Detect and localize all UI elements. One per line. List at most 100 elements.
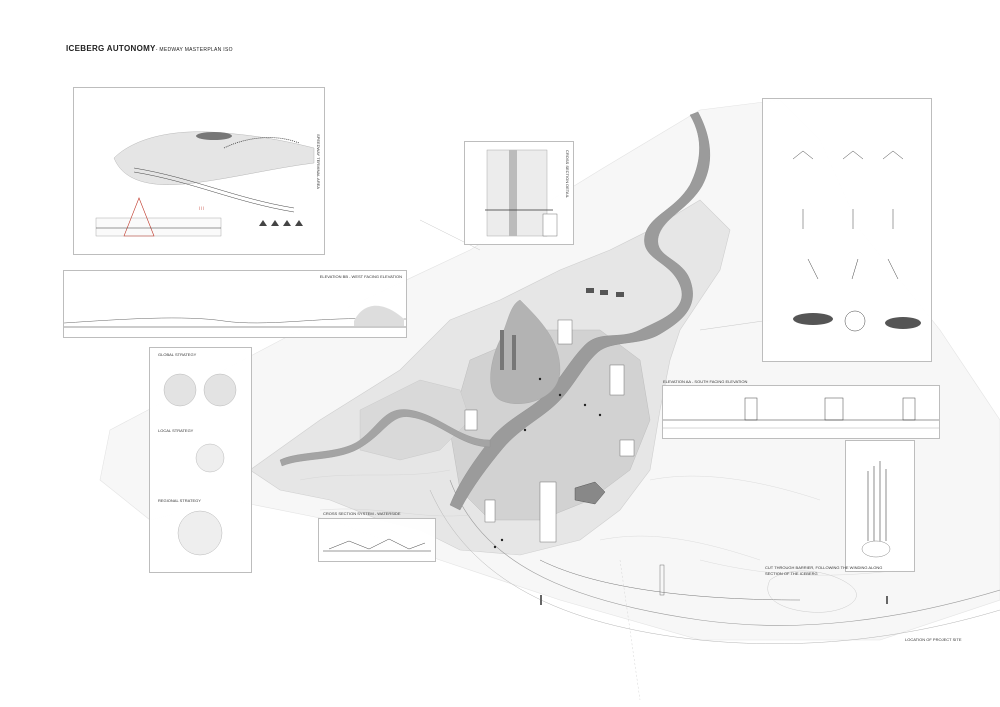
panel-right-detail bbox=[845, 440, 915, 572]
strategy-circle bbox=[195, 443, 225, 473]
mini-figure-icon bbox=[259, 220, 267, 226]
river-branch-west bbox=[279, 409, 491, 467]
elevation-tower bbox=[902, 397, 916, 421]
strategy-circle bbox=[163, 373, 197, 407]
elevation-profile bbox=[63, 317, 406, 324]
panel-vertical-label: SPEEDWAY TERMINAL AREA bbox=[316, 134, 321, 190]
building-marker bbox=[616, 292, 624, 297]
building-marker bbox=[500, 330, 504, 370]
elevation-tower bbox=[744, 397, 758, 421]
map-dot bbox=[523, 428, 527, 432]
elevation-fill bbox=[354, 305, 404, 326]
panel-strategies: GLOBAL STRATEGY LOCAL STRATEGY REGIONAL … bbox=[149, 347, 252, 573]
elevation-west-drawing bbox=[63, 305, 406, 328]
site-island bbox=[196, 132, 232, 140]
building-marker bbox=[484, 499, 496, 523]
strategies-drawing bbox=[163, 373, 237, 556]
section-red-label: | | | bbox=[199, 205, 204, 210]
map-dot bbox=[558, 393, 562, 397]
contour-line bbox=[299, 469, 451, 481]
plan-element bbox=[542, 213, 558, 237]
panel-section-waterside: CROSS SECTION SYSTEM - WATERSIDE bbox=[318, 511, 436, 562]
component-sketch bbox=[792, 150, 814, 160]
component-base bbox=[885, 317, 921, 329]
component-sketch bbox=[842, 150, 864, 160]
components-drawing bbox=[792, 150, 921, 332]
road-line bbox=[449, 479, 1000, 626]
building-marker bbox=[574, 481, 606, 505]
marker-stick bbox=[659, 564, 665, 596]
map-dot bbox=[538, 377, 542, 381]
elevation-south-drawing bbox=[663, 397, 939, 429]
leader-line bbox=[419, 219, 481, 251]
mini-figure-icon bbox=[295, 220, 303, 226]
contour-lines bbox=[299, 469, 901, 576]
contour-line bbox=[649, 475, 821, 501]
river-medway bbox=[449, 111, 711, 511]
marker-stick bbox=[886, 596, 888, 604]
site-road bbox=[133, 167, 295, 209]
leader-line bbox=[699, 319, 771, 331]
component-sketch bbox=[807, 258, 819, 280]
annotation-bottom-right: LOCATION OF PROJECT SITE bbox=[905, 637, 962, 642]
detail-base bbox=[861, 540, 891, 558]
map-dot bbox=[493, 545, 497, 549]
plan-axis bbox=[509, 150, 517, 236]
site-road bbox=[133, 171, 295, 213]
mini-figure-icon bbox=[271, 220, 279, 226]
section-profile bbox=[328, 538, 426, 550]
panel-elevation-south: ELEVATION AA - SOUTH FACING ELEVATION bbox=[662, 379, 940, 439]
title-sub: - MEDWAY MASTERPLAN ISO bbox=[155, 47, 233, 53]
section-drawing bbox=[95, 217, 222, 237]
contour-line bbox=[599, 535, 761, 561]
site-plan-drawing: | | | bbox=[95, 131, 315, 237]
map-building-markers bbox=[464, 288, 635, 543]
building-marker bbox=[586, 288, 594, 293]
mini-figure-icon bbox=[283, 220, 291, 226]
map-dot bbox=[500, 538, 504, 542]
map-dot bbox=[598, 413, 602, 417]
map-dot bbox=[583, 403, 587, 407]
panel-vertical-label-mid: CROSS SECTION DETAIL bbox=[565, 150, 570, 198]
road-line bbox=[429, 489, 1000, 644]
panel-plan-detail: CROSS SECTION DETAIL bbox=[464, 141, 574, 245]
marker-stick bbox=[540, 595, 542, 605]
strategy-circle bbox=[203, 373, 237, 407]
component-base bbox=[844, 310, 866, 332]
strategy-circle bbox=[177, 510, 223, 556]
right-detail-drawing bbox=[861, 461, 891, 558]
building-marker bbox=[557, 319, 573, 345]
component-sketch bbox=[882, 150, 904, 160]
contour-line bbox=[319, 508, 471, 517]
building-marker bbox=[539, 481, 557, 543]
elevation-tower bbox=[824, 397, 844, 421]
strategy-label-global: GLOBAL STRATEGY bbox=[158, 352, 197, 357]
building-marker bbox=[512, 335, 516, 370]
icon-row bbox=[259, 220, 303, 226]
page-title: ICEBERG AUTONOMY- MEDWAY MASTERPLAN ISO bbox=[66, 44, 233, 53]
contour-line bbox=[699, 559, 901, 576]
vertical-elements bbox=[867, 461, 887, 541]
panel-elevation-west: ELEVATION BB - WEST FACING ELEVATION bbox=[63, 270, 407, 338]
map-dots bbox=[493, 377, 602, 549]
strategy-label-local: LOCAL STRATEGY bbox=[158, 428, 194, 433]
panel-components bbox=[762, 98, 932, 362]
terrain-patch bbox=[767, 570, 857, 613]
annotation-right-2: SECTION OF THE ICEBERG bbox=[765, 571, 818, 576]
title-main: ICEBERG AUTONOMY bbox=[66, 44, 156, 53]
component-sketches bbox=[792, 150, 904, 280]
strategy-label-regional: REGIONAL STRATEGY bbox=[158, 498, 201, 503]
site-coast bbox=[223, 137, 300, 149]
section-waterside-drawing bbox=[323, 538, 431, 552]
component-sketch bbox=[887, 258, 899, 280]
building-marker bbox=[609, 364, 625, 396]
elevation-south-label: ELEVATION AA - SOUTH FACING ELEVATION bbox=[663, 379, 748, 384]
annotation-right-1: CUT THROUGH BARRIER, FOLLOWING THE WINDI… bbox=[765, 565, 883, 570]
building-marker bbox=[600, 290, 608, 295]
elevation-west-label: ELEVATION BB - WEST FACING ELEVATION bbox=[319, 274, 402, 279]
building-marker bbox=[464, 409, 478, 431]
plan-detail-drawing bbox=[485, 149, 558, 237]
section-waterside-label: CROSS SECTION SYSTEM - WATERSIDE bbox=[323, 511, 401, 516]
section-peak bbox=[123, 197, 155, 237]
